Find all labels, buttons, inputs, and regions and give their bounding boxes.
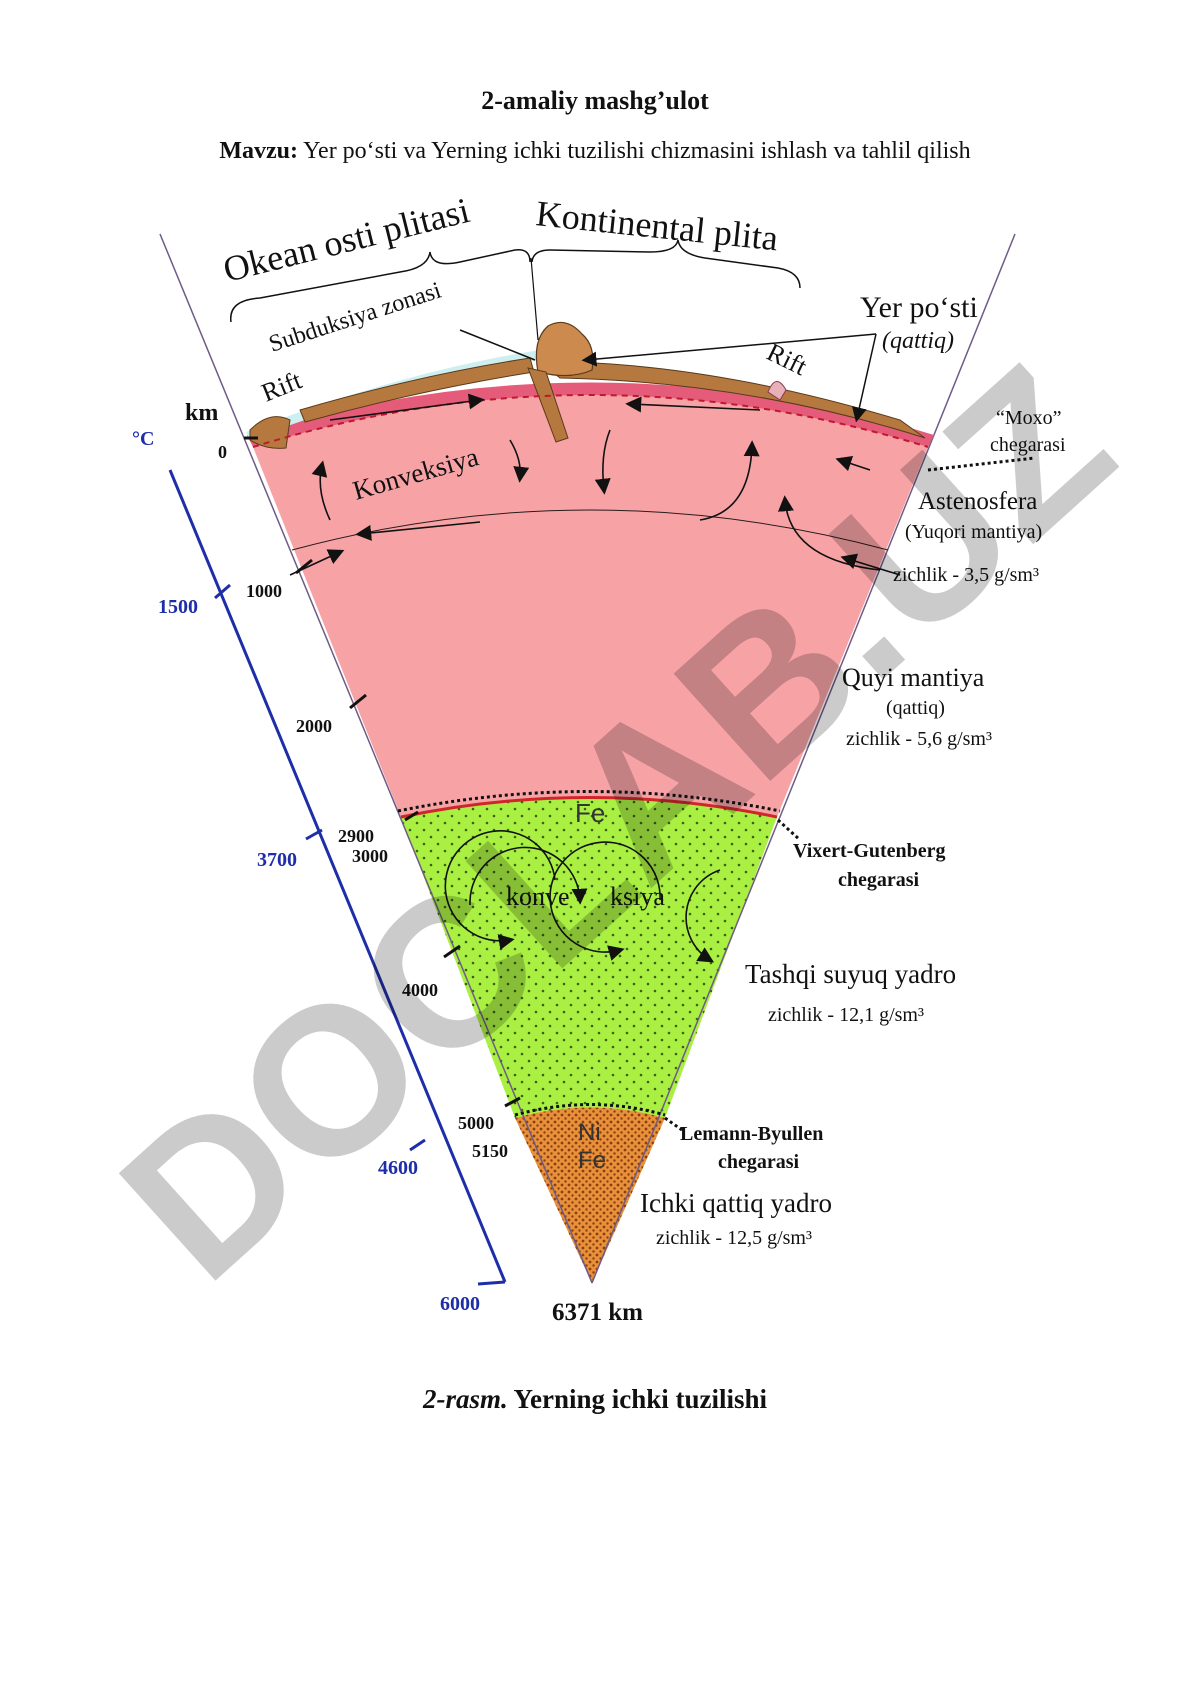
depth-tick-label-2000: 2000 [296, 716, 332, 736]
temperature-tick-label-6000: 6000 [440, 1293, 480, 1315]
inner-core-density: zichlik - 12,5 g/sm³ [656, 1227, 812, 1249]
subduction-pointer [459, 329, 536, 361]
lower-mantle-sub-label: (qattiq) [886, 697, 945, 719]
depth-unit-label: km [185, 400, 218, 426]
temperature-unit-label: °C [132, 428, 154, 450]
rift-right-shape [767, 381, 787, 401]
plate-divider [530, 257, 539, 341]
temperature-tick-label-3700: 3700 [257, 849, 297, 871]
asthenosphere-label: Astenosfera [918, 488, 1037, 515]
depth-tick-label-3000: 3000 [352, 846, 388, 866]
asthenosphere-density: zichlik - 3,5 g/sm³ [893, 564, 1039, 586]
inner-core-element-fe: Fe [578, 1147, 606, 1174]
subduction-zone-label: Subduksiya zonasi [266, 277, 445, 357]
asthenosphere-sub-label: (Yuqori mantiya) [905, 521, 1042, 543]
mantle-convection-arrows [289, 393, 901, 576]
lehmann-label: Lemann-Byullen [680, 1123, 823, 1145]
continental-plate-brace [531, 239, 801, 289]
outer-core-density: zichlik - 12,1 g/sm³ [768, 1004, 924, 1026]
caption-prefix: 2-rasm. [422, 1384, 508, 1414]
document-title: 2-amaliy mashg’ulot [481, 86, 709, 115]
depth-tick-label-1000: 1000 [246, 581, 282, 601]
crust-pointer-1 [581, 333, 877, 367]
lehmann-boundary [514, 1103, 666, 1117]
temperature-tick-label-1500: 1500 [158, 596, 198, 618]
temperature-tick-marks [214, 583, 506, 1286]
moho-line [252, 394, 929, 448]
depth-tick-label-4000: 4000 [402, 980, 438, 1000]
gutenberg-pointer [776, 818, 802, 842]
gutenberg-boundary [400, 796, 778, 819]
moho-label: “Moxo” [996, 407, 1062, 429]
depth-tick-label-5150: 5150 [472, 1141, 508, 1161]
asthenosphere-boundary [291, 509, 889, 551]
rift-left-shape [249, 416, 291, 449]
inner-core-label: Ichki qattiq yadro [640, 1188, 832, 1218]
subtitle-text: Yer po‘sti va Yerning ichki tuzilishi ch… [298, 138, 971, 164]
crust-label: Yer po‘sti [860, 291, 978, 324]
core-convection-label-2: ksiya [610, 882, 665, 911]
crust-note: (qattiq) [882, 328, 954, 354]
depth-tick-label-5000: 5000 [458, 1113, 494, 1133]
gutenberg-label: Vixert-Gutenberg [793, 840, 946, 862]
center-depth-label: 6371 km [552, 1299, 643, 1326]
document-subtitle: Mavzu: Yer po‘sti va Yerning ichki tuzil… [0, 138, 1190, 165]
temperature-tick-label-4600: 4600 [378, 1157, 418, 1179]
subtitle-prefix: Mavzu: [219, 138, 298, 164]
crust-pointer-2 [852, 333, 877, 423]
outer-core-dots [401, 797, 777, 1118]
depth-tick-label-2900: 2900 [338, 826, 374, 846]
inner-core-element-ni: Ni [578, 1119, 601, 1146]
subducting-slab [527, 367, 569, 443]
figure-caption: 2-rasm. Yerning ichki tuzilishi [0, 1384, 1190, 1415]
sector-edge-right [591, 233, 1016, 1284]
ocean-plate-brace [230, 249, 531, 323]
lower-mantle-density: zichlik - 5,6 g/sm³ [846, 728, 992, 750]
mantle-layer [253, 393, 928, 817]
gutenberg-dotted [397, 790, 781, 813]
caption-text: Yerning ichki tuzilishi [507, 1384, 768, 1414]
outer-core-element: Fe [575, 798, 605, 828]
lower-mantle-label: Quyi mantiya [842, 663, 985, 692]
crust-continent [538, 361, 926, 439]
depth-tick-label-0: 0 [218, 442, 227, 462]
rift-left-label: Rift [257, 365, 306, 407]
moho-sub-label: chegarasi [990, 434, 1066, 456]
depth-tick-marks [244, 436, 521, 1108]
outer-core-label: Tashqi suyuq yadro [745, 959, 956, 989]
lehmann-sub-label: chegarasi [718, 1151, 800, 1173]
lithosphere-band [247, 382, 934, 447]
sector-edge-left [159, 233, 593, 1284]
core-convection-arrows [444, 830, 721, 963]
gutenberg-sub-label: chegarasi [838, 869, 920, 891]
inner-core-dots [515, 1107, 665, 1283]
ocean-plate-label: Okean osti plitasi [219, 190, 473, 290]
mountain [535, 321, 594, 377]
core-convection-label-1: konve [506, 882, 570, 911]
continental-plate-label: Kontinental plita [534, 193, 780, 258]
temperature-axis [168, 469, 507, 1283]
